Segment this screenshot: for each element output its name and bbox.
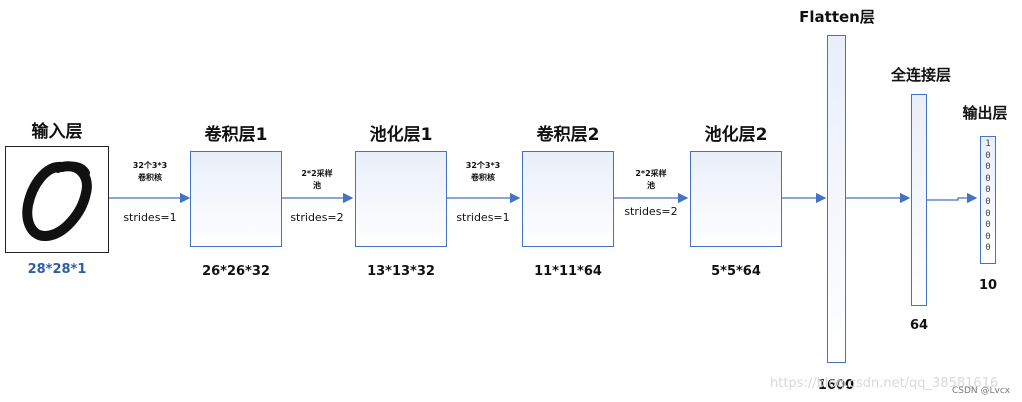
pool1-title: 池化层1 <box>369 125 433 145</box>
output-column: 1 0 0 0 0 0 0 0 0 0 <box>980 136 996 264</box>
output-value: 0 <box>985 173 991 184</box>
handwritten-zero-icon <box>22 161 92 241</box>
output-value: 1 <box>985 139 991 149</box>
watermark-url: https://blog.csdn.net/qq_38581616 <box>770 376 999 391</box>
output-value: 0 <box>985 243 991 254</box>
c1-op-line1: 32个3*3 <box>132 161 168 170</box>
c4-strides: strides=2 <box>624 205 678 218</box>
dense-column <box>911 94 927 306</box>
c4-op-line1: 2*2采样 <box>635 169 667 178</box>
c3-strides: strides=1 <box>456 211 510 224</box>
output-dim: 10 <box>978 278 998 293</box>
c3-op-line1: 32个3*3 <box>465 161 501 170</box>
pool1-box <box>355 151 447 247</box>
conv2-dim: 11*11*64 <box>534 264 602 279</box>
output-value: 0 <box>985 150 991 161</box>
dense-dim: 64 <box>909 318 929 333</box>
flatten-dim: 1600 <box>817 378 855 393</box>
input-layer-title: 输入层 <box>31 122 83 142</box>
conv1-title: 卷积层1 <box>204 125 268 145</box>
flatten-title: Flatten层 <box>799 8 875 26</box>
c2-op-line1: 2*2采样 <box>301 169 333 178</box>
output-value: 0 <box>985 162 991 173</box>
c3-op-line2: 卷积核 <box>471 173 495 182</box>
output-value: 0 <box>985 196 991 207</box>
conv1-box <box>190 151 282 247</box>
c1-op-line2: 卷积核 <box>138 173 162 182</box>
c1-strides: strides=1 <box>123 211 177 224</box>
arrow-dense-output <box>927 192 978 204</box>
output-title: 输出层 <box>962 104 1008 122</box>
pool2-dim: 5*5*64 <box>711 264 761 279</box>
output-value: 0 <box>985 208 991 219</box>
pool2-box <box>690 151 782 247</box>
flatten-column <box>827 35 846 363</box>
dense-title: 全连接层 <box>890 66 951 84</box>
output-value: 0 <box>985 185 991 196</box>
input-layer-dim: 28*28*1 <box>27 262 87 277</box>
pool2-title: 池化层2 <box>704 125 768 145</box>
output-value: 0 <box>985 220 991 231</box>
output-value: 0 <box>985 231 991 242</box>
conv2-box <box>522 151 614 247</box>
c4-op-line2: 池 <box>647 181 655 190</box>
pool1-dim: 13*13*32 <box>367 264 435 279</box>
conv2-title: 卷积层2 <box>536 125 600 145</box>
c2-strides: strides=2 <box>290 211 344 224</box>
c2-op-line2: 池 <box>313 181 321 190</box>
watermark-credit: CSDN @Lvcx <box>952 386 1011 396</box>
input-digit-image <box>5 146 109 253</box>
conv1-dim: 26*26*32 <box>202 264 270 279</box>
